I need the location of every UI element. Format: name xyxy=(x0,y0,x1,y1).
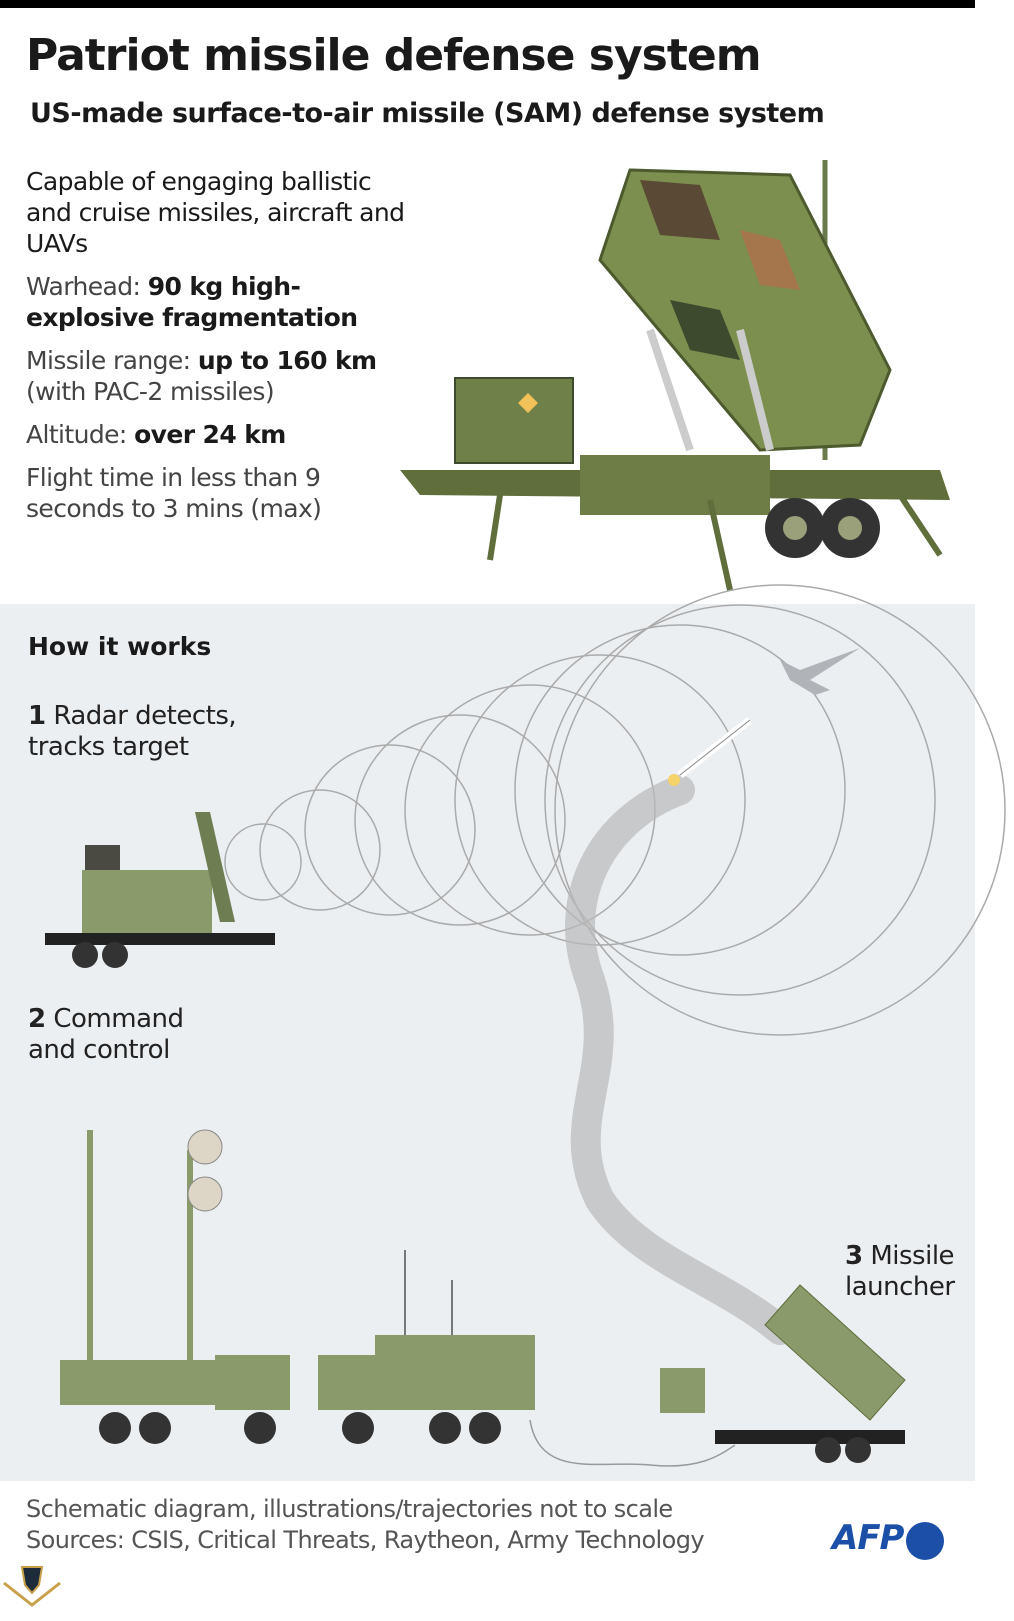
step-number: 3 xyxy=(845,1241,863,1271)
missile-canisters xyxy=(598,168,892,452)
fact-flight-time: Flight time in less than 9 seconds to 3 … xyxy=(26,463,322,523)
aircraft-target-icon xyxy=(780,648,860,695)
range-note: (with PAC-2 missiles) xyxy=(26,377,275,406)
top-rule xyxy=(0,0,975,8)
step-text: Missile launcher xyxy=(845,1241,955,1302)
interceptor-missile-icon xyxy=(668,716,753,786)
patriot-launcher-illustration xyxy=(400,160,950,591)
radar-vehicle xyxy=(45,812,275,968)
altitude-value: over 24 km xyxy=(134,420,286,449)
page-title: Patriot missile defense system xyxy=(26,30,762,81)
step-number: 2 xyxy=(28,1004,46,1034)
fact-altitude: Altitude: over 24 km xyxy=(26,419,406,450)
command-and-control-vehicles xyxy=(60,1129,535,1444)
range-label: Missile range: xyxy=(26,346,191,375)
how-it-works-heading: How it works xyxy=(28,632,212,661)
radar-waves xyxy=(224,584,1006,1036)
generator-box xyxy=(454,377,574,464)
page-subtitle: US-made surface-to-air missile (SAM) def… xyxy=(30,98,825,129)
launcher-trailer xyxy=(400,455,950,591)
step-2-label: 2 Command and control xyxy=(28,1004,208,1066)
step-1-label: 1 Radar detects, tracks target xyxy=(28,701,258,763)
range-value: up to 160 km xyxy=(197,346,377,375)
step-3-label: 3 Missile launcher xyxy=(845,1241,965,1303)
watermark-logo xyxy=(3,1566,61,1607)
footer-note: Schematic diagram, illustrations/traject… xyxy=(26,1495,673,1523)
missile-smoke-trail xyxy=(565,775,795,1345)
fact-warhead: Warhead: 90 kg high-explosive fragmentat… xyxy=(26,271,406,333)
step-number: 1 xyxy=(28,701,46,731)
afp-logo-dot xyxy=(906,1522,944,1560)
afp-logo: AFP xyxy=(832,1518,904,1558)
facts-list: Capable of engaging ballistic and cruise… xyxy=(26,166,406,536)
footer-sources: Sources: CSIS, Critical Threats, Raytheo… xyxy=(26,1526,705,1554)
altitude-label: Altitude: xyxy=(26,420,127,449)
fact-range: Missile range: up to 160 km (with PAC-2 … xyxy=(26,345,406,407)
step-text: Radar detects, tracks target xyxy=(28,701,237,762)
warhead-value: 90 kg high-explosive fragmentation xyxy=(26,272,358,332)
warhead-label: Warhead: xyxy=(26,272,141,301)
step-text: Command and control xyxy=(28,1004,184,1065)
missile-launcher-vehicle xyxy=(529,1284,906,1467)
fact-capability: Capable of engaging ballistic and cruise… xyxy=(26,167,405,258)
